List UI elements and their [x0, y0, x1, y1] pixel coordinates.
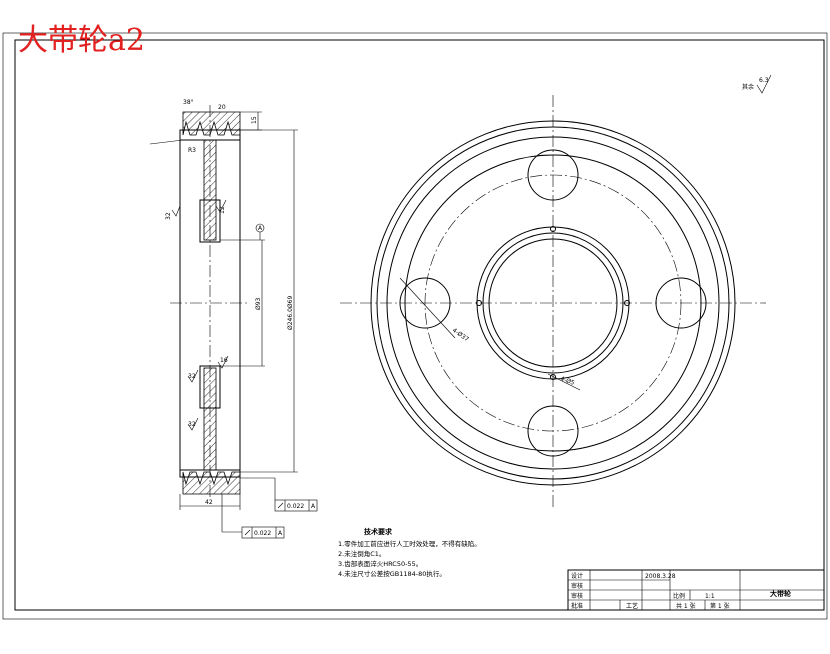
svg-text:工艺: 工艺 — [626, 602, 638, 610]
global-roughness-mark: 其余 6.3 — [742, 74, 772, 94]
svg-text:0.022: 0.022 — [287, 503, 304, 510]
face-width-dim: 42 — [205, 499, 213, 506]
bottom-rim-section — [182, 471, 241, 495]
lightening-hole-left — [399, 277, 451, 329]
svg-text:共 1 张: 共 1 张 — [676, 602, 696, 610]
root-radius-dim: R3 — [188, 147, 196, 154]
roughness-marks: 32 16 32 32 12 — [165, 199, 229, 431]
hole-callout: 4-Ø37 — [451, 327, 470, 343]
svg-text:审核: 审核 — [571, 582, 583, 590]
side-section-view: Ø246.0Ø69 Ø93 15 20 38° R3 42 32 16 32 3… — [149, 99, 318, 539]
svg-text:32: 32 — [188, 421, 196, 428]
top-rim-section — [182, 111, 241, 136]
tech-note-2: 2.未注倒角C1。 — [338, 549, 385, 558]
svg-text:32: 32 — [165, 212, 172, 220]
drawing-title: 大带轮a2 — [18, 23, 145, 58]
title-block: 设计 审核 审核 批准 工艺 2008.3.28 比例 1:1 共 1 张 第 … — [567, 569, 825, 611]
svg-text:审核: 审核 — [571, 592, 583, 600]
tech-note-3: 3.齿部表面淬火HRC50-55。 — [338, 559, 422, 568]
svg-text:A: A — [311, 503, 316, 510]
sheet-border — [2, 32, 828, 620]
svg-text:2008.3.28: 2008.3.28 — [645, 573, 676, 580]
svg-text:第 1 张: 第 1 张 — [710, 602, 730, 610]
svg-text:6.3: 6.3 — [759, 77, 769, 84]
drawing-frame — [14, 39, 825, 611]
tech-notes-heading: 技术要求 — [364, 527, 393, 536]
lightening-hole-bottom — [527, 405, 579, 457]
svg-text:16: 16 — [220, 357, 228, 364]
groove-depth-dim: 15 — [251, 116, 258, 124]
svg-text:32: 32 — [188, 373, 196, 380]
small-hole-callout: 4-Ø5 — [559, 375, 575, 387]
runout-frame-1: 0.022 A — [240, 477, 318, 512]
tech-note-1: 1.零件加工前应进行人工时效处理，不得有缺陷。 — [338, 539, 481, 548]
bore-dia-dim: Ø93 — [255, 297, 262, 310]
lightening-hole-right — [655, 277, 707, 329]
angle-dim: 38° — [183, 99, 194, 106]
outer-dia-dim: Ø246.0Ø69 — [287, 296, 294, 330]
groove-width-dim: 20 — [218, 104, 226, 111]
runout-frame-2: 0.022 A — [221, 494, 285, 539]
svg-text:其余: 其余 — [742, 83, 754, 91]
svg-text:1:1: 1:1 — [705, 593, 715, 600]
tech-note-4: 4.未注尺寸公差按GB1184-80执行。 — [338, 569, 446, 578]
tech-notes: 技术要求 1.零件加工前应进行人工时效处理，不得有缺陷。 2.未注倒角C1。 3… — [338, 527, 481, 578]
svg-text:比例: 比例 — [673, 592, 685, 600]
svg-text:0.022: 0.022 — [254, 530, 271, 537]
part-name: 大带轮 — [770, 589, 791, 598]
svg-text:A: A — [258, 225, 263, 232]
svg-text:A: A — [278, 530, 283, 537]
lightening-hole-top — [527, 149, 579, 201]
front-view: 4-Ø37 4-Ø5 — [340, 95, 766, 508]
svg-text:批准: 批准 — [571, 602, 583, 610]
svg-text:设计: 设计 — [571, 572, 583, 580]
svg-text:12: 12 — [219, 206, 226, 214]
